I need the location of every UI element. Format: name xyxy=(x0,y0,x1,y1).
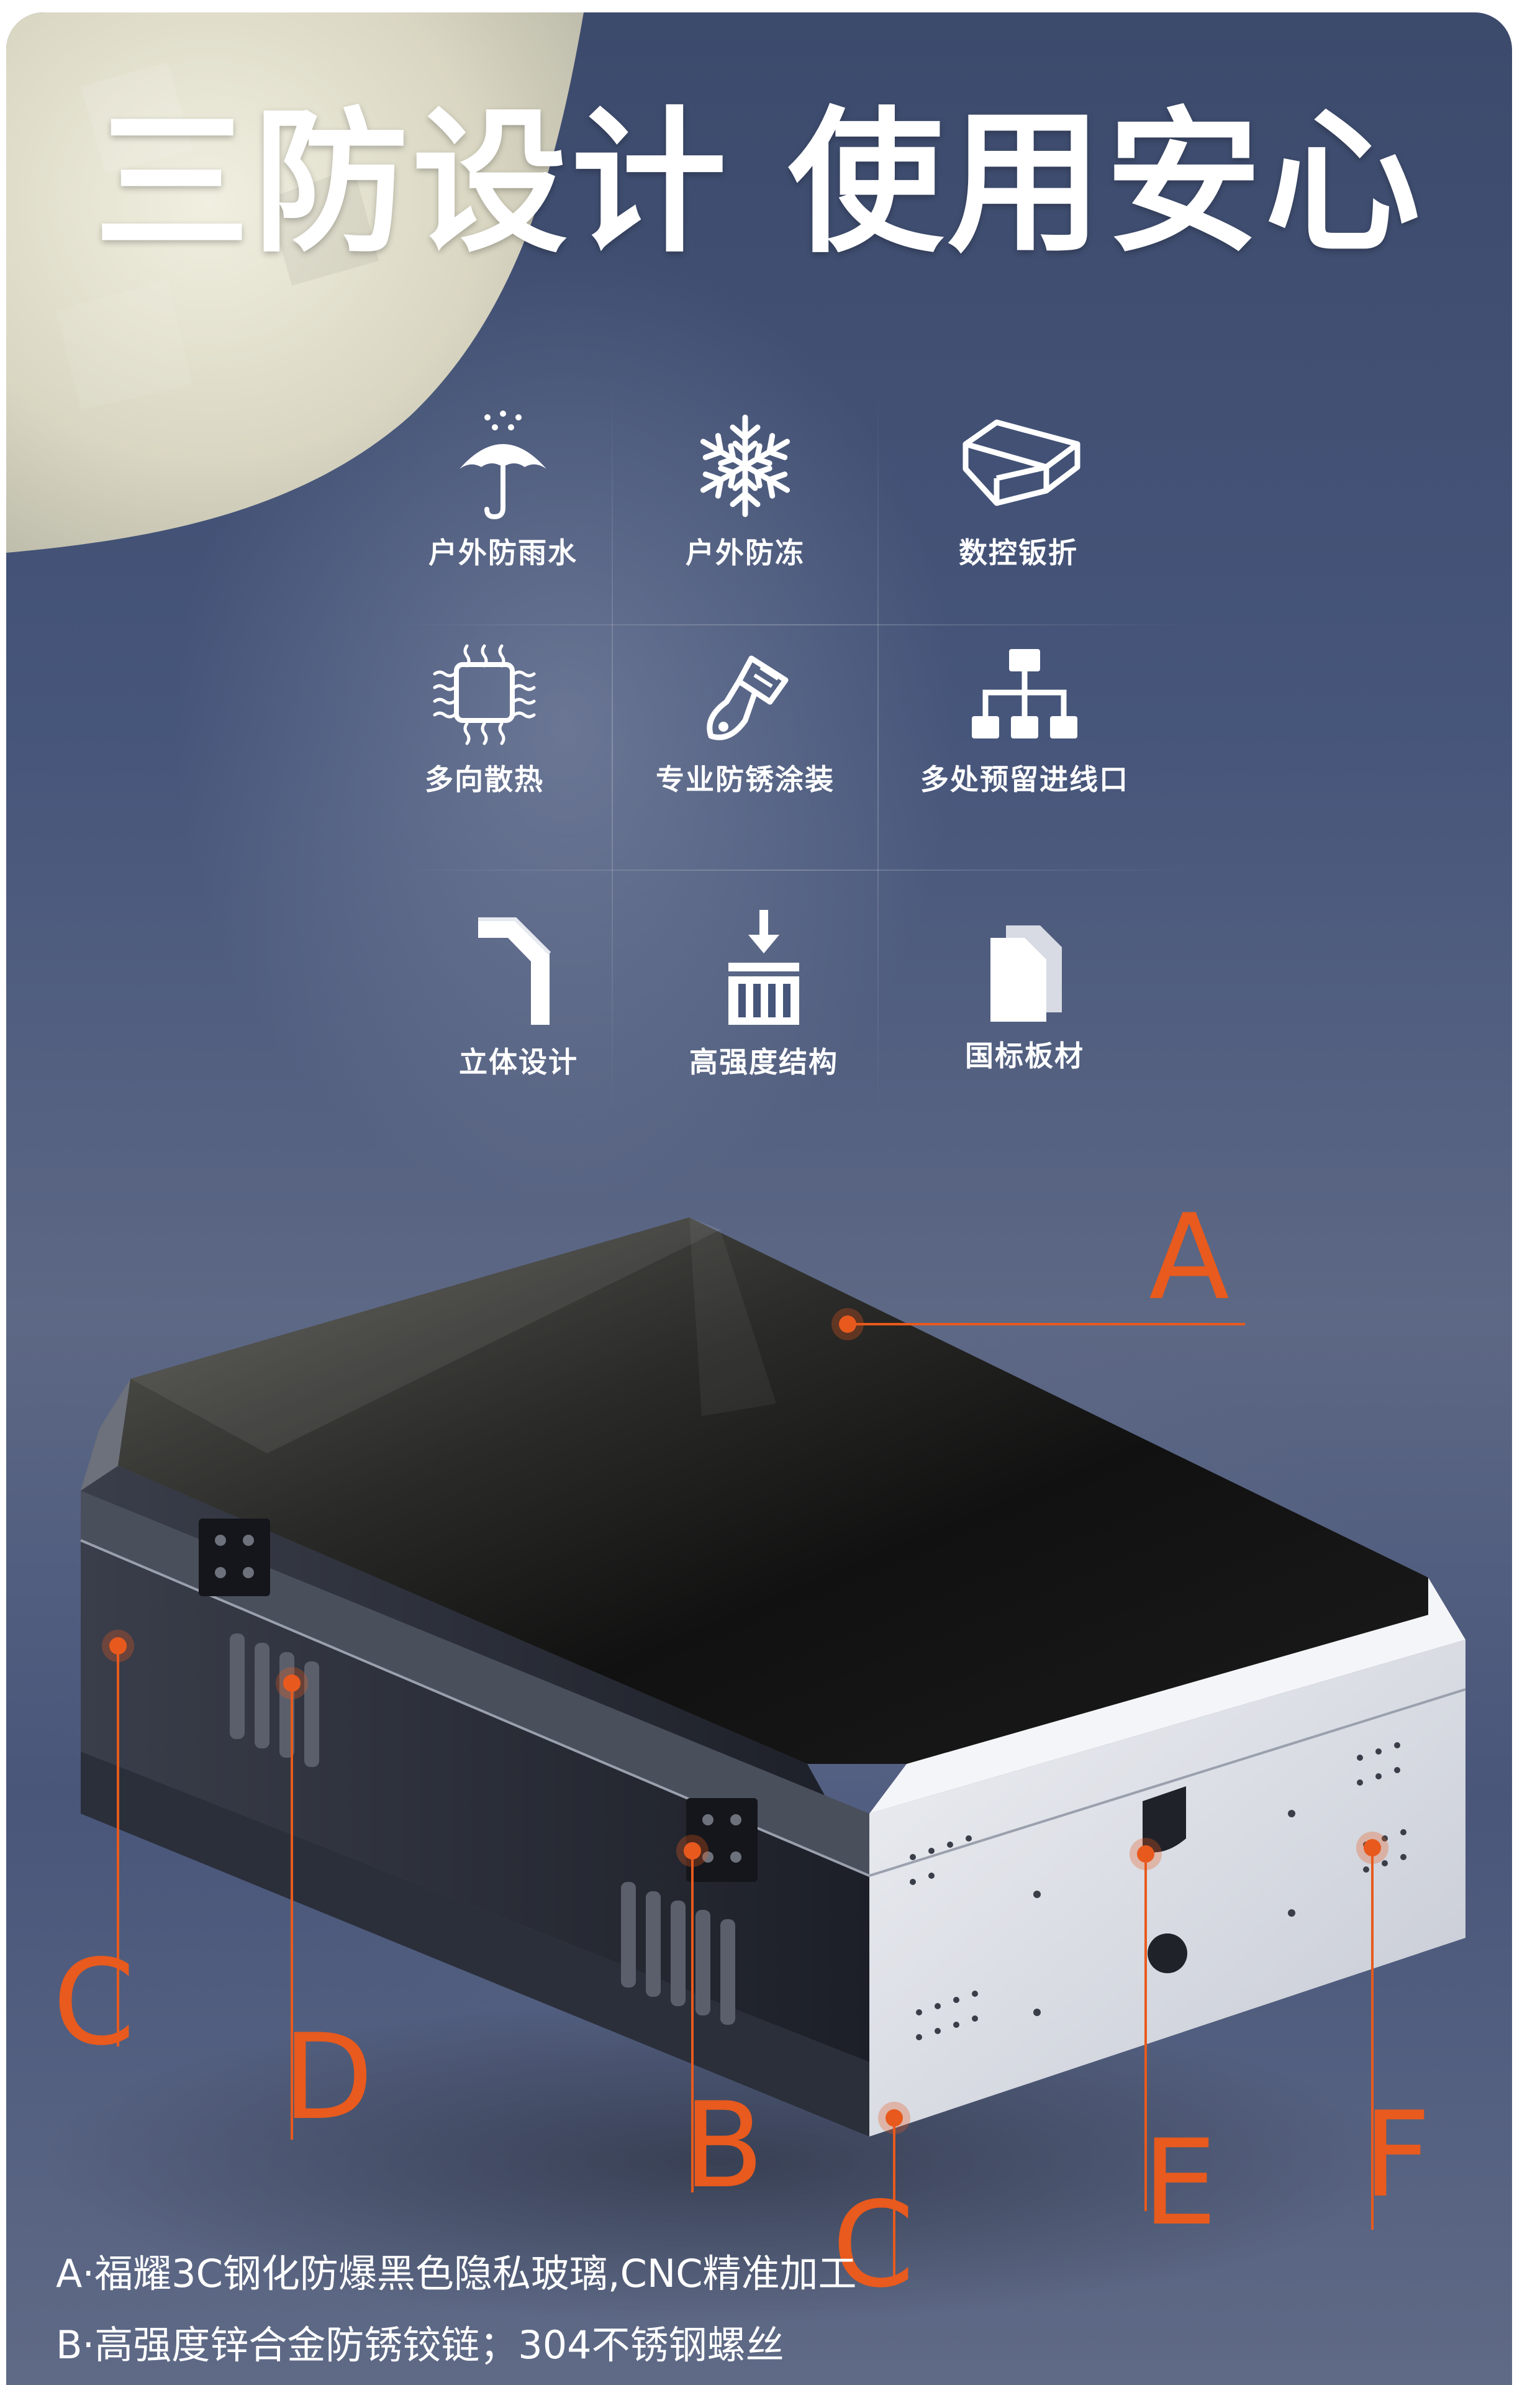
caption-b: B·高强度锌合金防锈铰链；304不锈钢螺丝 xyxy=(56,2322,784,2368)
feature-label: 多处预留进线口 xyxy=(920,763,1129,796)
hinge-right xyxy=(686,1798,758,1882)
feature-label: 国标板材 xyxy=(965,1039,1084,1073)
feature-national-standard-sheet: 国标板材 xyxy=(894,919,1155,1074)
feature-cnc-bending: 数控钣折 xyxy=(888,410,1149,571)
compression-structure-icon xyxy=(728,910,799,1025)
feature-label: 专业防锈涂装 xyxy=(656,763,835,796)
feature-label: 立体设计 xyxy=(459,1045,578,1079)
hinge-left xyxy=(199,1519,270,1596)
callout-b: B xyxy=(683,2077,764,2214)
feature-cable-entries: 多处预留进线口 xyxy=(894,643,1155,798)
feature-antifreeze: 户外防冻 xyxy=(615,410,876,571)
sheet-stack-icon xyxy=(990,925,1062,1022)
network-hierarchy-icon xyxy=(972,649,1077,738)
feature-high-strength-structure: 高强度结构 xyxy=(633,907,894,1081)
feature-3d-design: 立体设计 xyxy=(388,913,649,1081)
feature-label: 多向散热 xyxy=(425,763,544,796)
feature-label: 户外防冻 xyxy=(686,536,805,570)
page-title: 三防设计 使用安心 xyxy=(94,93,1424,273)
vent-right xyxy=(621,1882,735,2025)
feature-grid: 户外防雨水 户外防冻 数控钣折 xyxy=(391,385,1198,1118)
callout-f: F xyxy=(1363,2086,1431,2224)
feature-label: 户外防雨水 xyxy=(428,536,578,570)
bent-profile-icon xyxy=(478,917,551,1025)
heat-dissipation-chip-icon xyxy=(433,644,536,745)
snowflake-icon xyxy=(692,414,798,522)
product-panel: 三防设计 使用安心 户外防雨水 xyxy=(6,12,1512,2385)
paint-brush-icon xyxy=(707,655,789,740)
callout-c-left: C xyxy=(53,1934,135,2071)
callout-d: D xyxy=(283,2009,374,2146)
umbrella-rain-icon xyxy=(460,411,546,520)
callout-a: A xyxy=(1149,1189,1230,1326)
feature-rainproof: 户外防雨水 xyxy=(373,410,633,571)
sheet-metal-bend-icon xyxy=(962,419,1080,506)
feature-label: 数控钣折 xyxy=(959,536,1078,570)
moon-backdrop xyxy=(6,12,584,553)
callout-e: E xyxy=(1143,2114,1218,2251)
feature-heat-dissipation: 多向散热 xyxy=(354,643,615,798)
enclosure-illustration xyxy=(37,1217,1466,2323)
feature-label: 高强度结构 xyxy=(689,1045,838,1079)
callout-c-bottom: C xyxy=(832,2176,915,2314)
caption-a: A·福耀3C钢化防爆黑色隐私玻璃,CNC精准加工 xyxy=(56,2251,857,2296)
feature-anticorrosion-coating: 专业防锈涂装 xyxy=(615,643,876,798)
